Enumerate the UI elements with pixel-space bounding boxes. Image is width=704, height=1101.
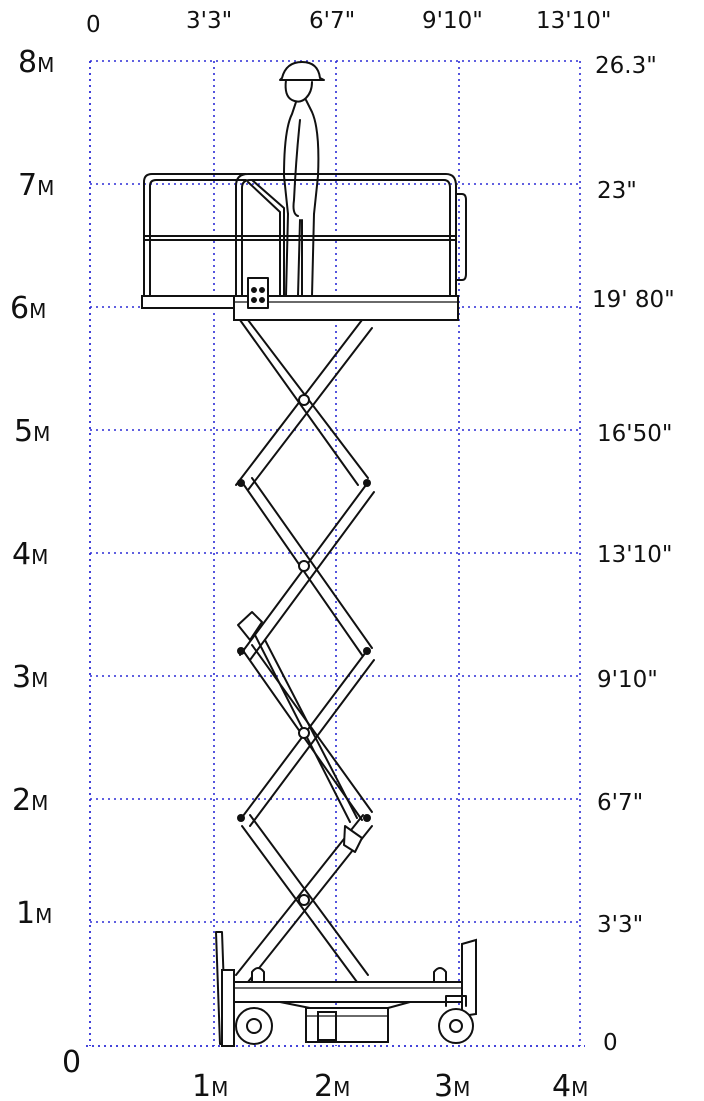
right-label-3m: 9'10" [597,667,658,693]
right-label-5m: 16'50" [597,421,672,447]
bottom-label-4m: 4M [552,1069,588,1101]
pivot-pin [298,727,310,739]
front-wheel [235,1007,273,1045]
left-label-5m: 5M [14,414,50,449]
chassis-frame [227,981,471,1003]
left-label-3m: 3M [12,660,48,695]
right-axis: 26.3" 23" 19' 80" 16'50" 13'10" 9'10" 6'… [592,53,675,1056]
grid [86,60,585,1047]
left-label-1m: 1M [16,896,52,931]
top-axis: 0 3'3" 6'7" 9'10" 13'10" [86,8,611,38]
left-label-0: 0 [62,1045,81,1080]
chassis [215,931,477,1047]
pivot-pin [298,894,310,906]
right-label-2m: 6'7" [597,790,643,816]
left-label-2m: 2M [12,783,48,818]
top-label-13ft10in: 13'10" [536,8,611,34]
bottom-axis: 1M 2M 3M 4M [192,1069,588,1101]
scissor-pins [237,394,371,906]
guardrails [143,173,467,309]
top-label-0: 0 [86,12,101,38]
bottom-label-3m: 3M [434,1069,470,1101]
pivot-pin [237,647,245,655]
right-label-8m: 26.3" [595,53,657,79]
platform-extension [141,295,235,309]
rear-wheel [438,995,474,1044]
pivot-pin [237,814,245,822]
left-label-6m: 6M [10,291,46,326]
pivot-pin [363,814,371,822]
left-label-4m: 4M [12,537,48,572]
pivot-pin [237,479,245,487]
scissor-arms [235,319,375,983]
top-label-3ft3in: 3'3" [186,8,232,34]
right-label-7m: 23" [597,178,637,204]
wheels [235,995,474,1045]
platform [141,295,459,321]
pivot-pin [363,479,371,487]
platform-deck [233,295,459,321]
right-label-4m: 13'10" [597,542,672,568]
left-axis: 8M 7M 6M 5M 4M 3M 2M 1M 0 [10,45,81,1080]
bottom-label-1m: 1M [192,1069,228,1101]
pivot-pin [298,394,310,406]
worker-figure [279,61,325,297]
bottom-label-2m: 2M [314,1069,350,1101]
left-label-8m: 8M [18,45,54,80]
pivot-pin [298,560,310,572]
right-label-6m: 19' 80" [592,287,675,313]
right-label-1m: 3'3" [597,912,643,938]
top-label-6ft7in: 6'7" [309,8,355,34]
scissor-lift [141,61,477,1047]
top-label-9ft10in: 9'10" [422,8,483,34]
pivot-pin [363,647,371,655]
left-label-7m: 7M [18,168,54,203]
right-label-0: 0 [603,1030,618,1056]
